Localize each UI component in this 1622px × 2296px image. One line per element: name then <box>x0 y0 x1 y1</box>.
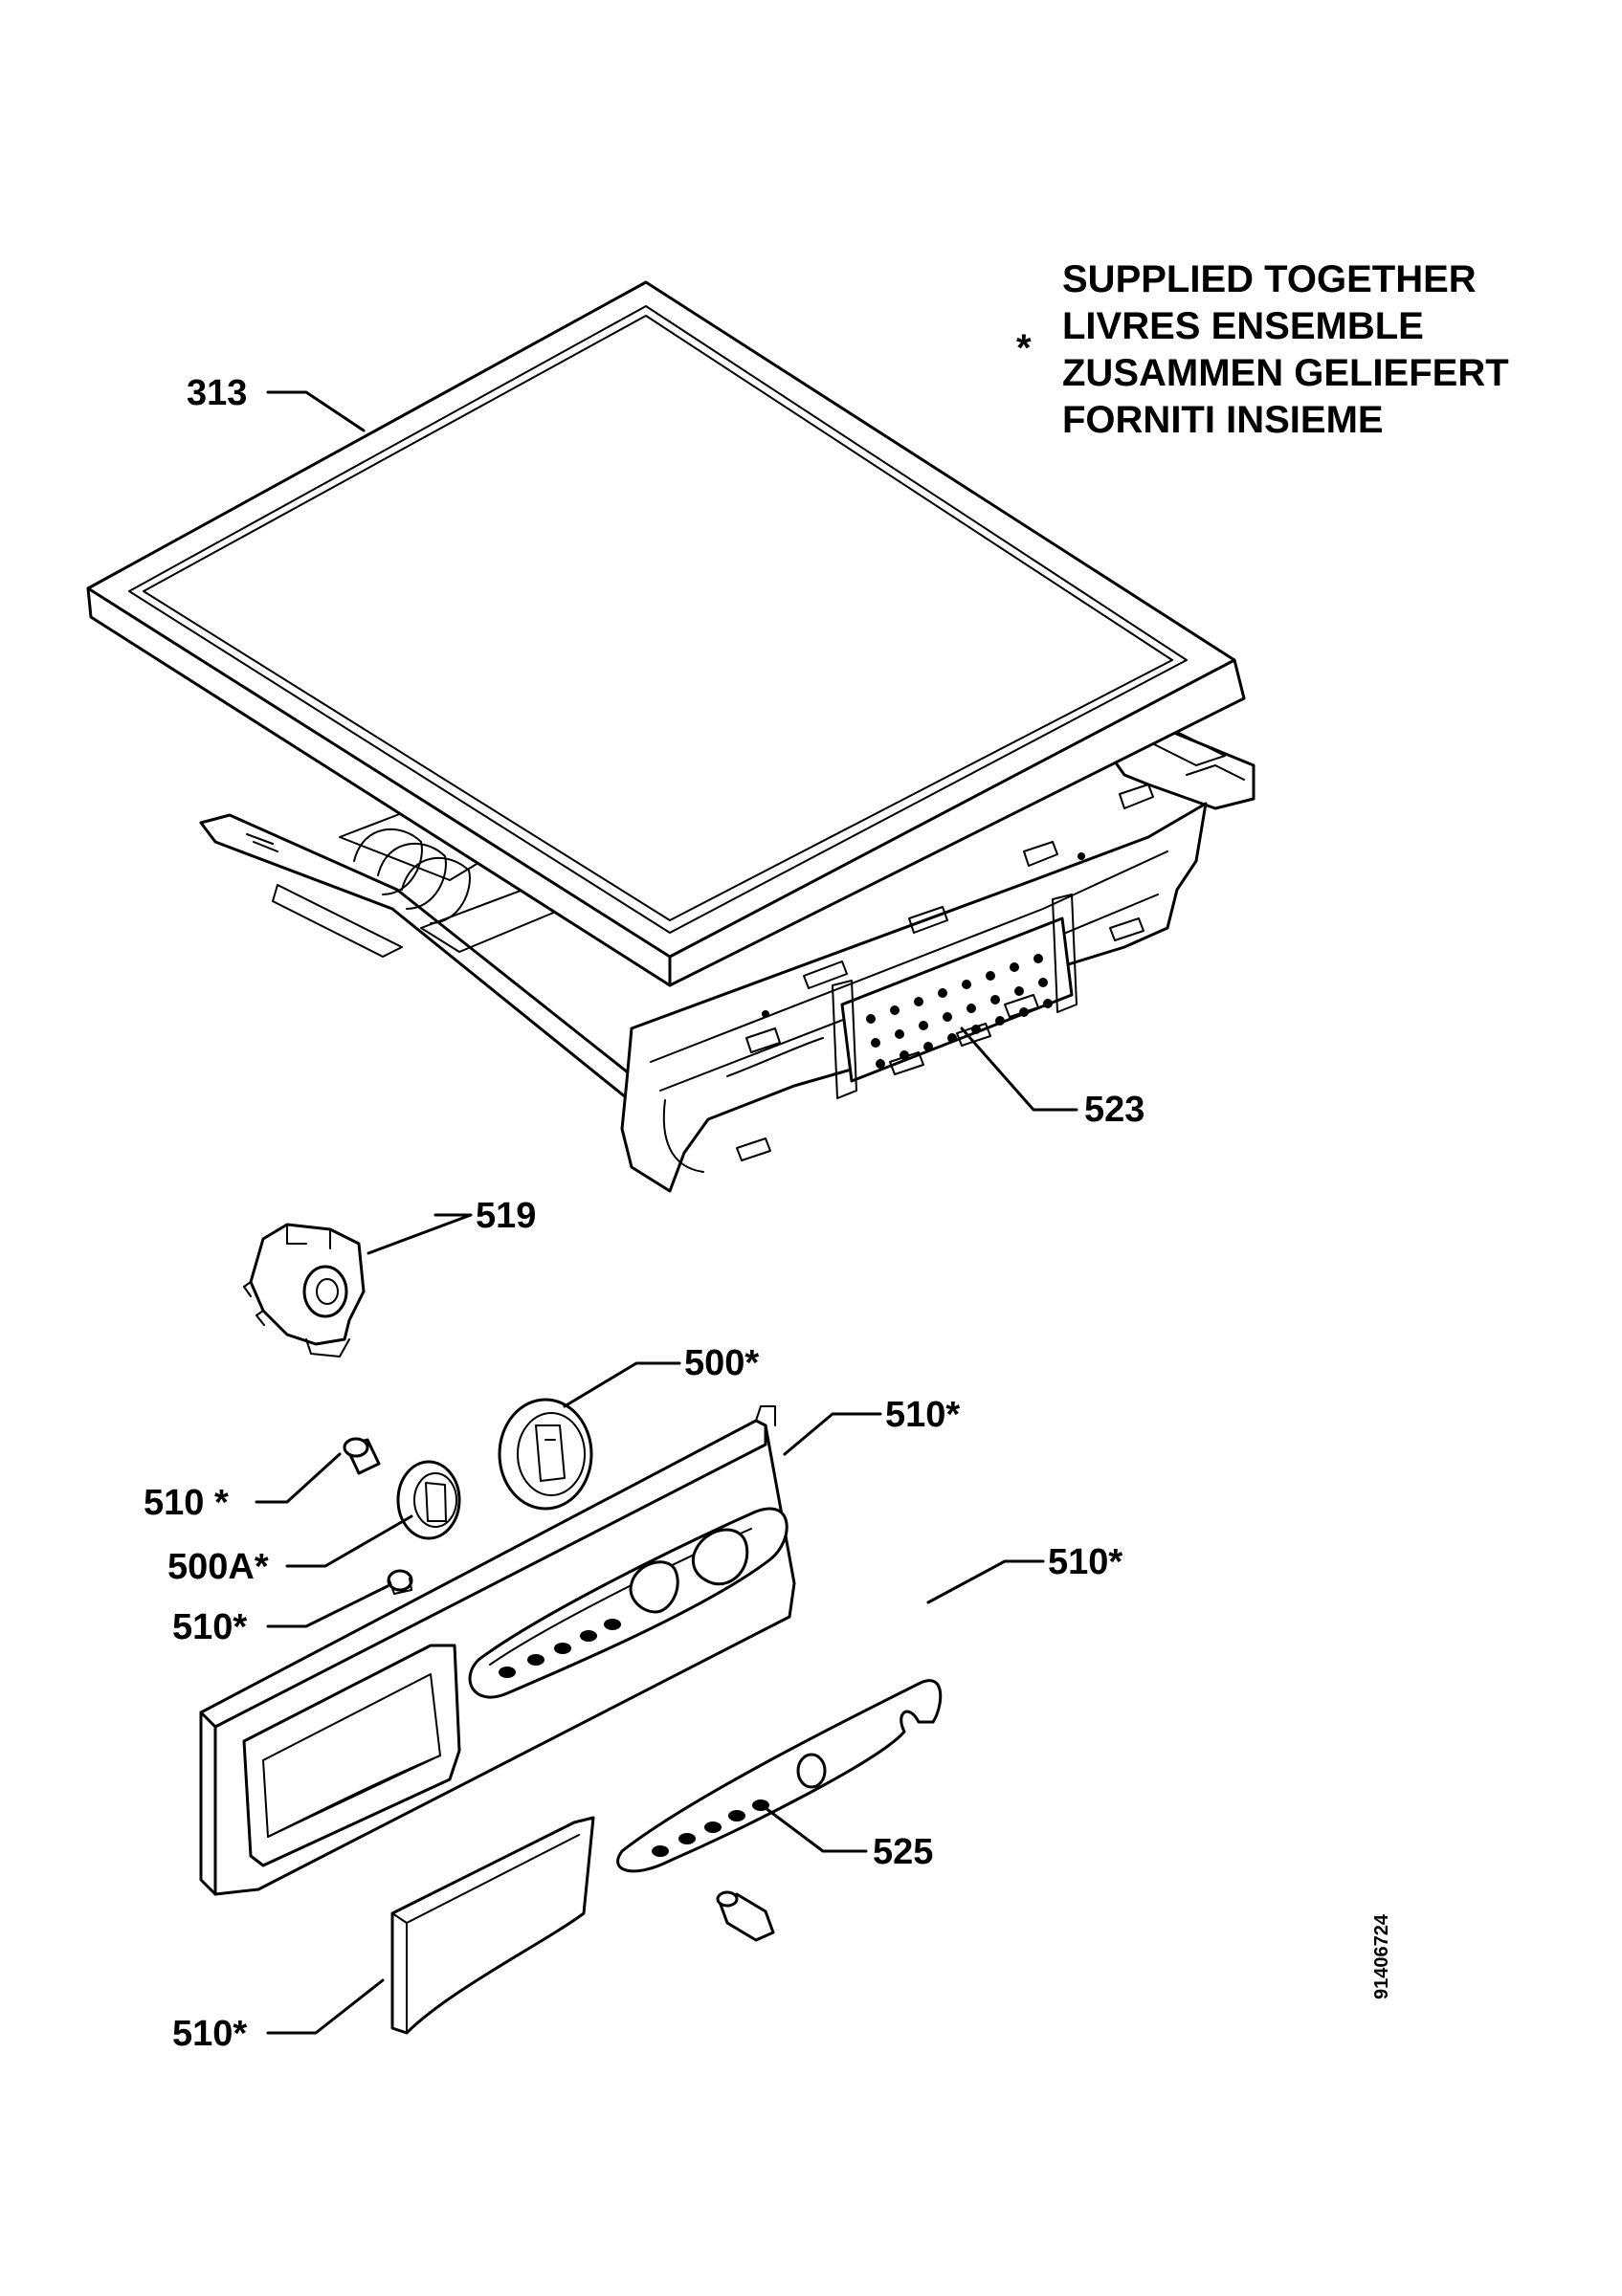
callout-labels: 313 523 519 500* 510* 510 * 500A* 510* 5… <box>144 373 1144 2054</box>
legend-line-it: FORNITI INSIEME <box>1062 399 1384 441</box>
part-510-small-button <box>387 1569 413 1595</box>
part-510-control-panel <box>199 1405 796 1896</box>
callout-500a: 500A* <box>167 1547 269 1587</box>
callout-525: 525 <box>873 1832 933 1872</box>
leader-lines <box>255 390 1078 2035</box>
callout-510-panel: 510* <box>885 1395 960 1435</box>
drawing-code: 91406724 <box>1371 1913 1392 1999</box>
part-313-lid <box>86 280 1246 987</box>
legend-line-de: ZUSAMMEN GELIEFERT <box>1062 352 1509 394</box>
part-510-overlay <box>616 1679 943 1873</box>
callout-500: 500* <box>684 1343 759 1383</box>
part-525-pin <box>716 1890 775 1942</box>
legend-symbol: * <box>1016 327 1032 369</box>
part-510-drawer-handle <box>390 1816 595 2035</box>
legend: * SUPPLIED TOGETHER LIVRES ENSEMBLE ZUSA… <box>1016 258 1509 441</box>
part-519-selector <box>243 1223 366 1358</box>
callout-510-overlay: 510* <box>1048 1542 1122 1582</box>
part-510-small-knob <box>343 1437 381 1475</box>
legend-line-en: SUPPLIED TOGETHER <box>1062 258 1477 300</box>
part-500a-knob <box>396 1460 461 1540</box>
callout-313: 313 <box>187 373 247 413</box>
part-500-knob <box>498 1398 593 1511</box>
legend-line-fr: LIVRES ENSEMBLE <box>1062 305 1424 347</box>
callout-519: 519 <box>476 1196 536 1236</box>
callout-510-button: 510* <box>172 1607 247 1647</box>
callout-510-knob: 510 * <box>144 1483 229 1523</box>
callout-510-handle: 510* <box>172 2014 247 2054</box>
callout-523: 523 <box>1084 1090 1144 1130</box>
